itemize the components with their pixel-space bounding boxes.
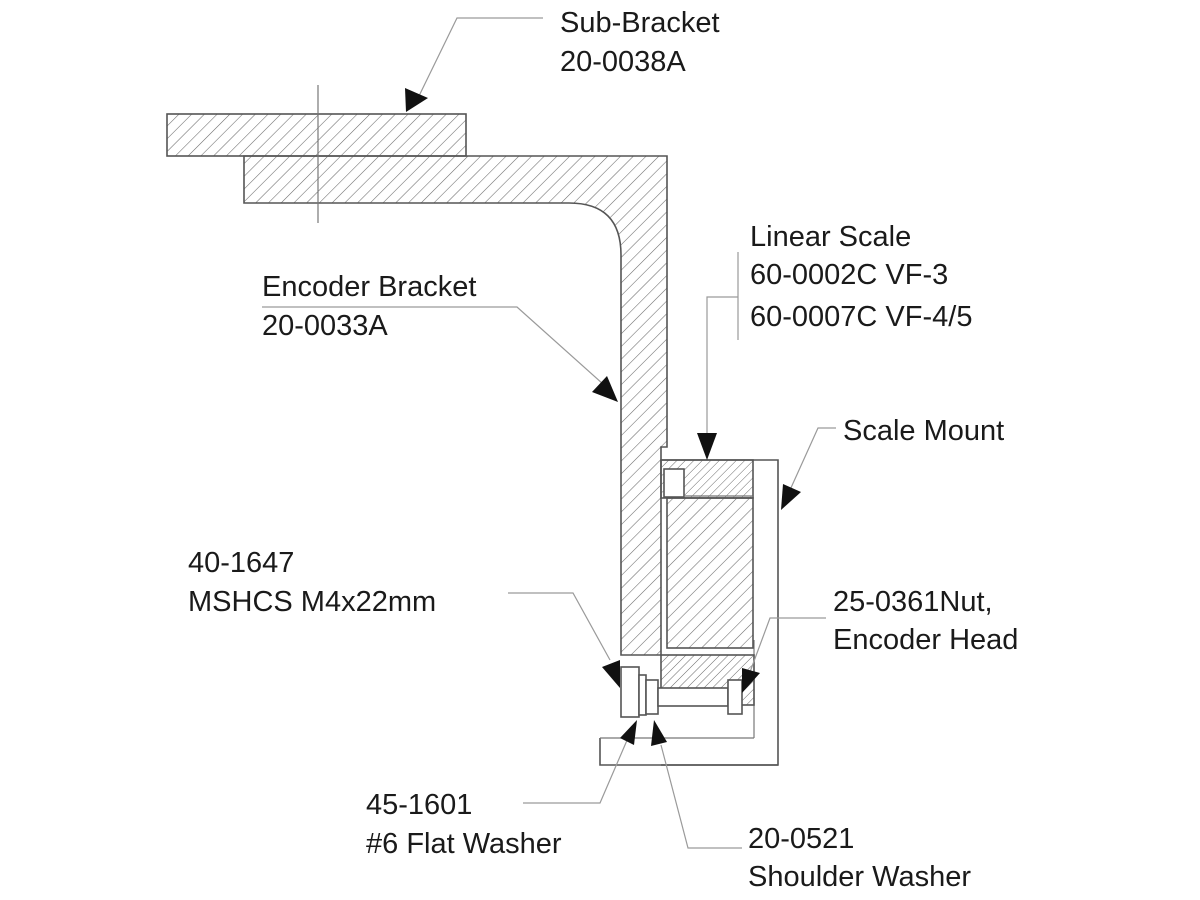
encoder-bracket-leader: [262, 306, 604, 385]
nut-part-label: 25-0361Nut,: [833, 586, 993, 618]
shoulder-washer: [645, 679, 659, 715]
shoulder-washer-arrowhead: [651, 720, 667, 746]
scale-mount-base: [599, 738, 778, 766]
nut-arrowhead: [742, 668, 760, 693]
flat-washer-part-label: 45-1601: [366, 789, 472, 821]
encoder-bracket-part: [243, 155, 668, 656]
linear-scale-cap-pin: [663, 468, 685, 498]
flat-washer: [638, 674, 647, 716]
linear-scale-body: [666, 497, 754, 649]
shoulder-washer-leader: [660, 744, 742, 849]
screw-head: [620, 666, 640, 718]
screw-leader: [508, 592, 611, 661]
screw-name-label: MSHCS M4x22mm: [188, 586, 436, 618]
sub-bracket-part-label: 20-0038A: [560, 46, 686, 78]
scale-mount-arrowhead: [781, 484, 801, 510]
scale-mount-leader: [789, 427, 836, 491]
flat-washer-arrowhead: [620, 720, 637, 745]
sub-bracket-leader: [417, 17, 543, 99]
shoulder-washer-name-label: Shoulder Washer: [748, 861, 971, 893]
encoder-bracket-name-label: Encoder Bracket: [262, 271, 476, 303]
screw-shank: [657, 687, 729, 707]
screw-part-label: 40-1647: [188, 547, 294, 579]
shoulder-washer-part-label: 20-0521: [748, 823, 854, 855]
sub-bracket-arrowhead: [405, 88, 428, 112]
screw-arrowhead: [602, 660, 620, 688]
encoder-head-nut: [727, 679, 743, 715]
linear-scale-arrowhead: [697, 433, 717, 460]
flat-washer-name-label: #6 Flat Washer: [366, 828, 562, 860]
sub-bracket-name-label: Sub-Bracket: [560, 7, 720, 39]
sub-bracket-part: [166, 113, 467, 157]
linear-scale-vf45-label: 60-0007C VF-4/5: [750, 301, 972, 333]
linear-scale-leader: [706, 296, 738, 440]
linear-scale-vf3-label: 60-0002C VF-3: [750, 259, 948, 291]
linear-scale-name-label: Linear Scale: [750, 221, 911, 253]
encoder-bracket-arrowhead: [592, 376, 618, 402]
nut-leader: [749, 617, 826, 673]
nut-name-label: Encoder Head: [833, 624, 1018, 656]
encoder-bracket-part-label: 20-0033A: [262, 310, 388, 342]
scale-mount-name-label: Scale Mount: [843, 415, 1004, 447]
flat-washer-leader: [523, 737, 629, 804]
